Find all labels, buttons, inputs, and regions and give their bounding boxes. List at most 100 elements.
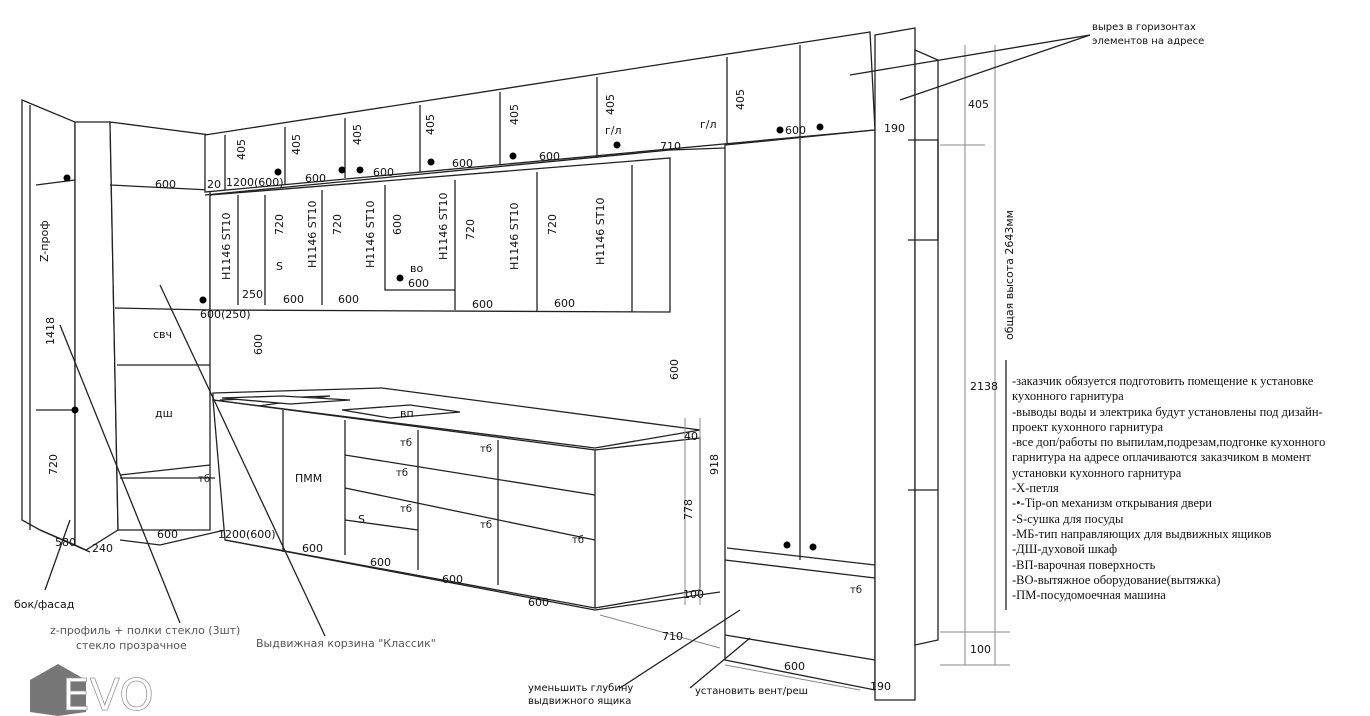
note-line: -МБ-тип направляющих для выдвижных ящико…	[1012, 526, 1272, 541]
dim-600-base4: 600	[528, 596, 549, 609]
dim-600-u4: 600	[472, 298, 493, 311]
label-tb-8: тб	[850, 585, 862, 596]
dim-580: 580	[55, 536, 76, 549]
callout-vent: установить вент/реш	[695, 686, 808, 697]
note-line: -ВО-вытяжное оборудование(вытяжка)	[1012, 572, 1221, 587]
label-svch: свч	[153, 328, 172, 341]
label-tb-1: тб	[198, 474, 210, 485]
dim-40: 40	[684, 430, 698, 443]
dim-710-bottom: 710	[662, 630, 683, 643]
upper-top-row	[204, 31, 876, 196]
callout-reduce-depth-1: уменьшить глубину	[528, 683, 633, 694]
label-gl-2: г/л	[700, 118, 717, 131]
notes-list: -заказчик обязуется подготовить помещени…	[1012, 374, 1370, 603]
dim-100-base: 100	[683, 588, 704, 601]
tall-oven-cabinet	[109, 121, 226, 546]
dim-405-d: 405	[424, 114, 437, 135]
note-line: кухонного гарнитура	[1012, 389, 1124, 404]
note-line: гарнитура на адресе оплачиваются заказчи…	[1012, 450, 1311, 465]
dim-405-b: 405	[290, 134, 303, 155]
callout-basket: Выдвижная корзина "Классик"	[256, 637, 436, 650]
label-tb-6: тб	[480, 520, 492, 531]
dim-2138: 2138	[970, 380, 998, 393]
label-tb-5: тб	[480, 444, 492, 455]
dim-720-b: 720	[331, 214, 344, 235]
note-cut-line2: элементов на адресе	[1092, 36, 1204, 47]
dimension-labels: вырез в горизонтах элементов на адресе 4…	[55, 22, 1204, 693]
note-line: -заказчик обязуется подготовить помещени…	[1012, 374, 1314, 388]
dim-405-f: 405	[604, 94, 617, 115]
dim-600-base1: 600	[302, 542, 323, 555]
label-gl-1: г/л	[605, 124, 622, 137]
dim-600-u2: 600	[338, 293, 359, 306]
callout-glass: стекло прозрачное	[76, 639, 187, 652]
dim-20: 20	[207, 178, 221, 191]
label-tb-4: тб	[400, 504, 412, 515]
callout-reduce-depth-2: выдвижного ящика	[528, 696, 631, 707]
note-line: -S-сушка для посуды	[1012, 511, 1124, 526]
note-line: -ВП-варочная поверхность	[1012, 557, 1156, 572]
dim-720-a: 720	[273, 214, 286, 235]
note-line: -Х-петля	[1012, 481, 1059, 496]
note-line: -выводы воды и электрика будут установле…	[1012, 404, 1323, 419]
right-tall-columns	[724, 27, 939, 701]
note-line: -все доп/работы по выпилам,подрезам,подг…	[1012, 435, 1326, 450]
dim-600-u5: 600	[554, 297, 575, 310]
dimension-lines	[44, 34, 1091, 691]
dim-600-top1: 600	[155, 178, 176, 191]
dim-total-height: общая высота 2643мм	[1003, 210, 1016, 340]
dim-710-top: 710	[660, 140, 681, 153]
code-h1146-1: H1146 ST10	[220, 213, 233, 280]
dim-250: 250	[242, 288, 263, 301]
left-tall-column	[21, 99, 119, 553]
dim-600-base2: 600	[370, 556, 391, 569]
note-line: -ДШ-духовой шкаф	[1012, 542, 1118, 557]
upper-second-row	[209, 157, 671, 313]
note-line: установки кухонного гарнитура	[1012, 465, 1182, 480]
dim-1418: 1418	[44, 317, 57, 345]
base-cabinets	[212, 387, 721, 611]
dim-720-d: 720	[546, 214, 559, 235]
label-s-upper: S	[276, 260, 283, 273]
code-h1146-4: H1146 ST10	[437, 193, 450, 260]
dim-600-right: 600	[668, 359, 681, 380]
callout-z-profile: z-профиль + полки стекло (3шт)	[50, 624, 240, 637]
dim-600-top2: 600	[305, 172, 326, 185]
dim-405-a: 405	[235, 139, 248, 160]
dim-600-top6: 600	[785, 124, 806, 137]
dim-778: 778	[682, 499, 695, 520]
label-pmm: ПММ	[295, 472, 322, 485]
dim-600-bottom: 600	[784, 660, 805, 673]
label-s-base: S	[358, 513, 365, 526]
dim-1200-base: 1200(600)	[218, 528, 276, 541]
label-z-prof: Z-проф	[38, 220, 51, 262]
dim-405-c: 405	[351, 124, 364, 145]
dim-100: 100	[970, 643, 991, 656]
dim-600-vo: 600	[391, 214, 404, 235]
dim-918: 918	[708, 454, 721, 475]
callout-side-facade: бок/фасад	[14, 598, 75, 611]
evo-logo: EVO	[30, 664, 154, 716]
dim-240: 240	[92, 542, 113, 555]
code-h1146-3: H1146 ST10	[364, 201, 377, 268]
note-line: -•-Tip-on механизм открывания двери	[1012, 496, 1212, 511]
dim-600-top3: 600	[373, 166, 394, 179]
dim-720-c: 720	[464, 219, 477, 240]
dim-190-top: 190	[884, 122, 905, 135]
label-tb-3: тб	[396, 468, 408, 479]
callouts: бок/фасад z-профиль + полки стекло (3шт)…	[14, 598, 808, 707]
dim-405: 405	[968, 98, 989, 111]
label-vo: во	[410, 262, 423, 275]
note-line: проект кухонного гарнитура	[1012, 419, 1164, 434]
label-tb-2: тб	[400, 438, 412, 449]
code-h1146-6: H1146 ST10	[594, 198, 607, 265]
dim-1200-top: 1200(600)	[226, 176, 284, 189]
code-h1146-2: H1146 ST10	[306, 201, 319, 268]
code-h1146-5: H1146 ST10	[508, 203, 521, 270]
dim-405-g: 405	[734, 89, 747, 110]
dim-600-u3: 600	[408, 277, 429, 290]
dim-720-left: 720	[47, 454, 60, 475]
tip-on-dots	[63, 123, 824, 551]
note-cut-line1: вырез в горизонтах	[1092, 22, 1196, 33]
